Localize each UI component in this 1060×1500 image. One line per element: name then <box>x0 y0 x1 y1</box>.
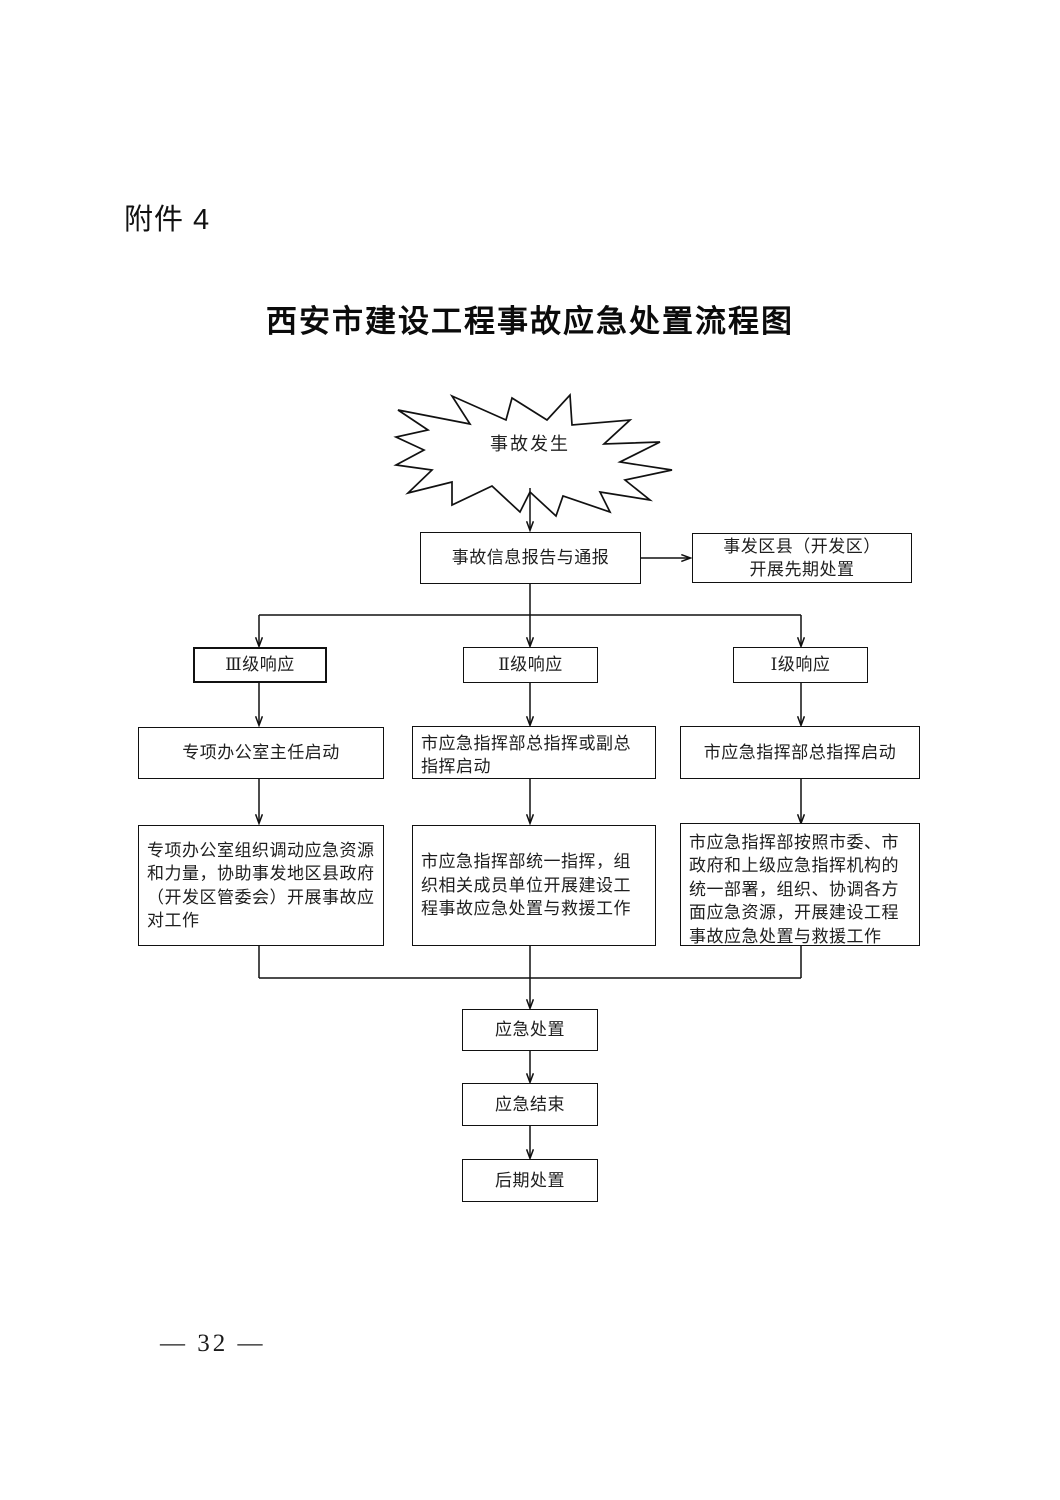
node-report[interactable]: 事故信息报告与通报 <box>420 532 641 584</box>
node-level3-activate[interactable]: 专项办公室主任启动 <box>138 727 384 779</box>
accident-burst-label: 事故发生 <box>490 434 570 454</box>
node-level3-action[interactable]: 专项办公室组织调动应急资源和力量，协助事发地区县政府（开发区管委会）开展事故应对… <box>138 825 384 946</box>
node-post-handling[interactable]: 后期处置 <box>462 1159 598 1202</box>
node-level1-label: Ⅰ级响应 <box>770 655 831 675</box>
node-level3[interactable]: Ⅲ级响应 <box>193 647 327 683</box>
node-emergency-end-label: 应急结束 <box>495 1094 565 1114</box>
node-level2-label: Ⅱ级响应 <box>498 655 563 675</box>
node-district-initial-label: 事发区县（开发区） 开展先期处置 <box>723 536 881 579</box>
node-post-handling-label: 后期处置 <box>495 1170 565 1190</box>
node-level2-action[interactable]: 市应急指挥部统一指挥，组织相关成员单位开展建设工程事故应急处置与救援工作 <box>412 825 656 946</box>
node-level2-activate[interactable]: 市应急指挥部总指挥或副总指挥启动 <box>412 726 656 779</box>
node-district-initial[interactable]: 事发区县（开发区） 开展先期处置 <box>692 533 912 583</box>
node-emergency-handling-label: 应急处置 <box>495 1020 565 1040</box>
node-level1-activate[interactable]: 市应急指挥部总指挥启动 <box>680 726 920 779</box>
node-level1-action-label: 市应急指挥部按照市委、市政府和上级应急指挥机构的统一部署，组织、协调各方面应急资… <box>689 833 899 946</box>
node-level2-activate-label: 市应急指挥部总指挥或副总指挥启动 <box>421 734 631 777</box>
page-number: — 32 — <box>160 1330 266 1357</box>
node-emergency-end[interactable]: 应急结束 <box>462 1083 598 1126</box>
page-title: 西安市建设工程事故应急处置流程图 <box>266 304 794 339</box>
node-level3-label: Ⅲ级响应 <box>225 655 295 675</box>
node-level3-activate-label: 专项办公室主任启动 <box>182 743 340 763</box>
node-level1[interactable]: Ⅰ级响应 <box>733 647 868 683</box>
node-level3-action-label: 专项办公室组织调动应急资源和力量，协助事发地区县政府（开发区管委会）开展事故应对… <box>147 841 375 931</box>
node-emergency-handling[interactable]: 应急处置 <box>462 1009 598 1051</box>
node-level1-activate-label: 市应急指挥部总指挥启动 <box>703 742 897 762</box>
node-report-label: 事故信息报告与通报 <box>451 548 610 568</box>
attachment-label: 附件 4 <box>124 204 211 236</box>
node-level2-action-label: 市应急指挥部统一指挥，组织相关成员单位开展建设工程事故应急处置与救援工作 <box>421 852 631 919</box>
node-level1-action[interactable]: 市应急指挥部按照市委、市政府和上级应急指挥机构的统一部署，组织、协调各方面应急资… <box>680 823 920 946</box>
node-level2[interactable]: Ⅱ级响应 <box>463 647 598 683</box>
